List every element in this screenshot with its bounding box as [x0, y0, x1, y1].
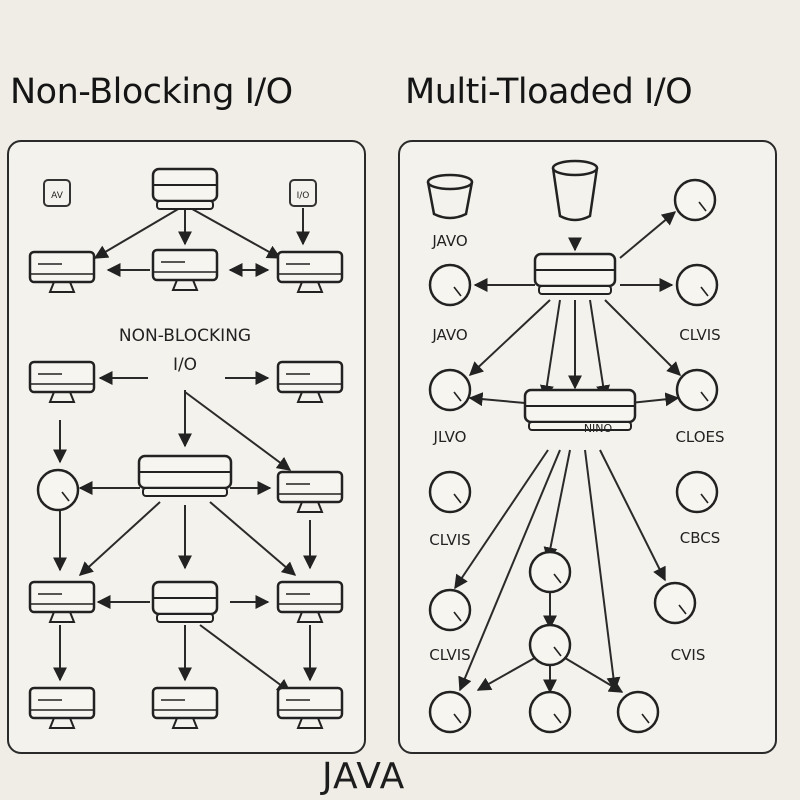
right-label-3: JLVO: [433, 428, 467, 446]
server-row4: [151, 580, 219, 623]
r-server-top: [533, 252, 617, 295]
title-multi-threaded-io: Multi-Tloaded I/O: [405, 72, 693, 112]
r-edge-fan5: [599, 449, 666, 582]
r-node-l3: [428, 470, 472, 514]
r-node-bottom-2: [528, 690, 572, 734]
r-node-l2: [428, 368, 472, 412]
svg-text:AV: AV: [51, 191, 64, 201]
right-label-8: CBCS: [680, 529, 721, 547]
r-node-r4: [653, 581, 697, 625]
r-node-r1: [675, 263, 719, 307]
right-label-5: CLVIS: [429, 646, 470, 664]
left-nodes: [28, 167, 344, 729]
right-center-label: NINO: [584, 422, 613, 435]
right-connections: [454, 211, 681, 694]
computer-left-4: [28, 686, 96, 729]
r-node-chain1: [528, 550, 572, 594]
r-edge-tr: [619, 211, 677, 259]
r-edge-fan3: [543, 449, 571, 562]
server-center: [137, 454, 233, 497]
edge-diag-right: [209, 501, 297, 576]
r-edge-r3: [629, 392, 680, 407]
panel-multi-threaded: [398, 140, 777, 754]
footer-java: JAVA: [322, 756, 406, 797]
right-label-4: CLVIS: [429, 531, 470, 549]
node-left-circle: [36, 468, 80, 512]
r-edge-c2: [539, 299, 561, 400]
r-edge-chain2: [476, 654, 541, 691]
edge-top-left: [93, 204, 186, 259]
r-node-bottom-1: [428, 690, 472, 734]
r-edge-r2: [604, 299, 681, 376]
server-top: [151, 167, 219, 210]
r-node-bottom-3: [616, 690, 660, 734]
right-nodes: [428, 178, 719, 734]
r-node-r3: [675, 470, 719, 514]
right-label-9: CVIS: [671, 646, 706, 664]
r-edge-chain4: [559, 654, 624, 693]
computer-left-3: [28, 580, 96, 623]
r-edge-fan2: [458, 449, 561, 692]
left-connections: [53, 204, 317, 693]
edge-label-diag: [184, 391, 292, 471]
database-cup-icon: [426, 159, 599, 222]
r-edge-l2: [468, 299, 551, 376]
computer-left-1: [28, 250, 96, 293]
edge-row4-diag: [199, 624, 292, 693]
small-box-right: I/O: [289, 179, 317, 207]
r-node-top-right: [673, 178, 717, 222]
r-edge-l3: [468, 392, 526, 407]
r-node-l1: [428, 263, 472, 307]
right-label-6: CLVIS: [679, 326, 720, 344]
computer-right-3: [276, 470, 344, 513]
small-box-left: AV: [43, 179, 71, 207]
r-node-l4: [428, 588, 472, 632]
computer-right-4: [276, 580, 344, 623]
computer-right-4b: [276, 686, 344, 729]
r-server-center: [523, 388, 637, 431]
center-label-io: I/O: [173, 355, 197, 375]
title-non-blocking-io: Non-Blocking I/O: [10, 72, 293, 112]
computer-right-2: [276, 360, 344, 403]
center-label-nonblocking: NON-BLOCKING: [119, 326, 251, 346]
computer-center-1: [151, 248, 219, 291]
r-node-chain2: [528, 623, 572, 667]
r-edge-c3: [589, 299, 611, 400]
r-edge-fan4: [584, 449, 621, 692]
r-edge-fan1: [454, 449, 549, 590]
edge-diag-left: [78, 501, 161, 576]
computer-right-1: [276, 250, 344, 293]
edge-top-right: [184, 204, 282, 259]
right-label-1: JAVO: [431, 232, 467, 250]
right-label-2: JAVO: [431, 326, 467, 344]
computer-left-2: [28, 360, 96, 403]
right-label-7: CLOES: [675, 428, 724, 446]
svg-text:I/O: I/O: [297, 191, 310, 201]
r-node-r2: [675, 368, 719, 412]
computer-center-4: [151, 686, 219, 729]
